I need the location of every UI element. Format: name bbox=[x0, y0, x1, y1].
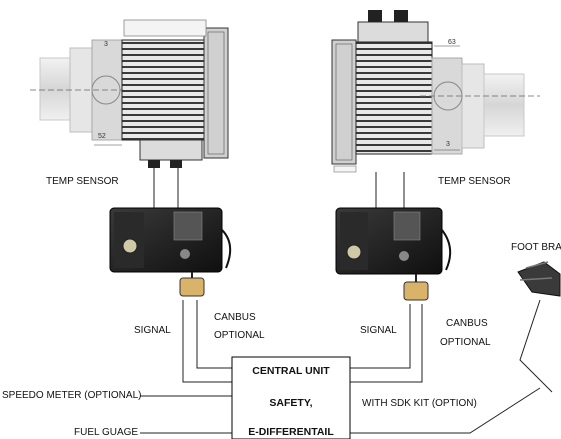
central-unit-differential-label: E-DIFFERENTAIL bbox=[248, 426, 334, 438]
speedo-meter-label: SPEEDO METER (OPTIONAL) bbox=[2, 390, 142, 401]
dimension-label-right-top: 63 bbox=[448, 39, 456, 46]
foot-brake-pedal bbox=[517, 261, 561, 297]
signal-label-left: SIGNAL bbox=[134, 325, 171, 336]
canbus-optional-label-right: OPTIONAL bbox=[440, 337, 491, 348]
right-motor bbox=[331, 10, 540, 173]
signal-label-right: SIGNAL bbox=[360, 325, 397, 336]
temp-sensor-label-left: TEMP SENSOR bbox=[46, 176, 119, 187]
left-controller bbox=[109, 207, 232, 297]
dimension-label-left-top: 3 bbox=[104, 41, 108, 48]
left-motor bbox=[30, 19, 229, 168]
foot-brake-label: FOOT BRA bbox=[511, 242, 561, 253]
central-unit-safety-label: SAFETY, bbox=[269, 397, 313, 409]
wires bbox=[140, 168, 553, 434]
dimension-label-right-bottom: 3 bbox=[446, 141, 450, 148]
canbus-optional-label-left: OPTIONAL bbox=[214, 330, 265, 341]
dimension-label-left-bottom: 52 bbox=[98, 133, 106, 140]
central-unit-box bbox=[231, 356, 351, 439]
canbus-label-right: CANBUS bbox=[446, 318, 488, 329]
right-controller bbox=[335, 207, 452, 301]
fuel-gauge-label: FUEL GUAGE bbox=[74, 427, 139, 438]
temp-sensor-label-right: TEMP SENSOR bbox=[438, 176, 511, 187]
sdk-kit-label: WITH SDK KIT (OPTION) bbox=[362, 398, 477, 409]
central-unit-title: CENTRAL UNIT bbox=[252, 365, 330, 377]
canbus-label-left: CANBUS bbox=[214, 312, 256, 323]
